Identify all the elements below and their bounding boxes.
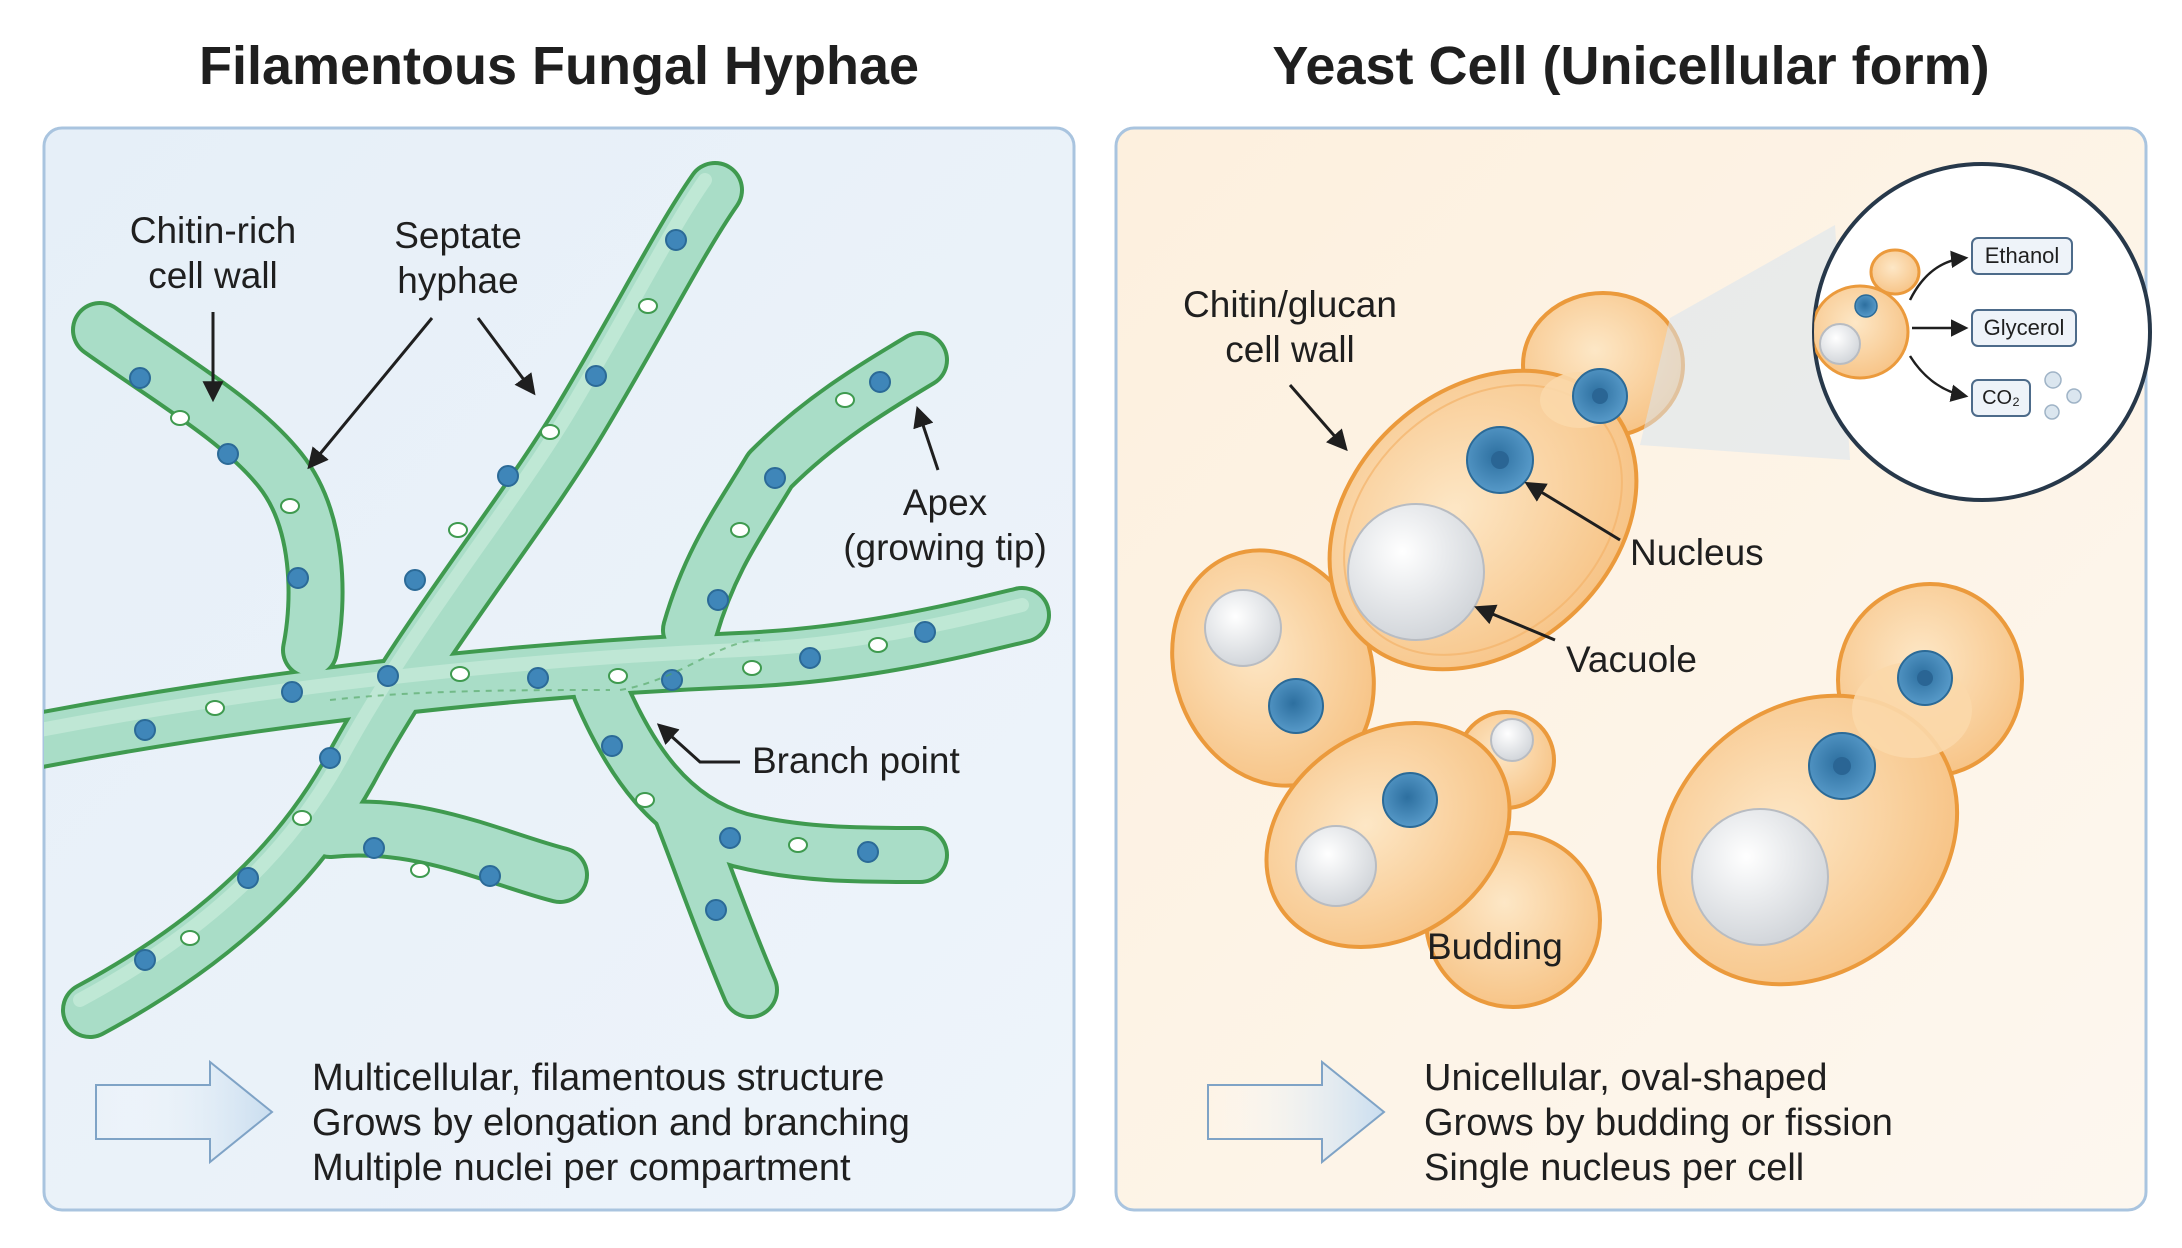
hyphae-summary-arrow (95, 1059, 274, 1165)
yeast-cell-right (1656, 582, 2024, 987)
yeast-cell-budding (1264, 710, 1602, 1009)
product-box-glycerol (1971, 309, 2077, 347)
cell-wall-label-line1: Chitin-rich (129, 210, 297, 251)
hyphae-summary-line: Multicellular, filamentous structure (312, 1057, 885, 1099)
yeast-title: Yeast Cell (Unicellular form) (1272, 36, 1990, 96)
apex-label-line1: Apex (902, 482, 988, 523)
yeast-summary-line: Grows by budding or fission (1424, 1102, 1893, 1144)
hyphae-summary-line: Multiple nuclei per compartment (312, 1147, 851, 1189)
vacuole-label: Vacuole (1566, 639, 1697, 680)
hyphae-summary: Multicellular, filamentous structure Gro… (312, 1056, 910, 1191)
cell-wall-label-line2: cell wall (148, 255, 278, 296)
yeast-cell-main (1327, 291, 1685, 672)
yeast-summary-line: Unicellular, oval-shaped (1424, 1057, 1828, 1099)
yeast-summary-line: Single nucleus per cell (1424, 1147, 1805, 1189)
hyphae-annotation-arrows (202, 312, 940, 764)
co2-bubbles (2044, 371, 2082, 420)
hyphae-title: Filamentous Fungal Hyphae (198, 36, 920, 96)
budding-label: Budding (1427, 926, 1563, 967)
yeast-wall-label-line1: Chitin/glucan (1183, 284, 1397, 325)
yeast-wall-label-line2: cell wall (1225, 329, 1355, 370)
hyphae-summary-line: Grows by elongation and branching (312, 1102, 910, 1144)
branch-point-label: Branch point (752, 740, 960, 781)
hyphae-network (44, 161, 1051, 1039)
product-ethanol: Ethanol (1984, 243, 2060, 268)
yeast-summary-arrow (1207, 1059, 1386, 1165)
apex-label-line2: (growing tip) (843, 527, 1047, 568)
septate-label-line1: Septate (394, 215, 522, 256)
inset-callout (1640, 162, 2152, 502)
product-box-co2 (1971, 379, 2031, 417)
product-box-ethanol (1971, 237, 2073, 275)
product-co2: CO₂ (1982, 387, 2020, 409)
yeast-summary: Unicellular, oval-shaped Grows by buddin… (1424, 1056, 1893, 1191)
septate-label-line2: hyphae (397, 260, 519, 301)
product-glycerol: Glycerol (1983, 315, 2065, 340)
nucleus-label: Nucleus (1630, 532, 1764, 573)
yeast-annotation-arrows (1288, 384, 1621, 642)
